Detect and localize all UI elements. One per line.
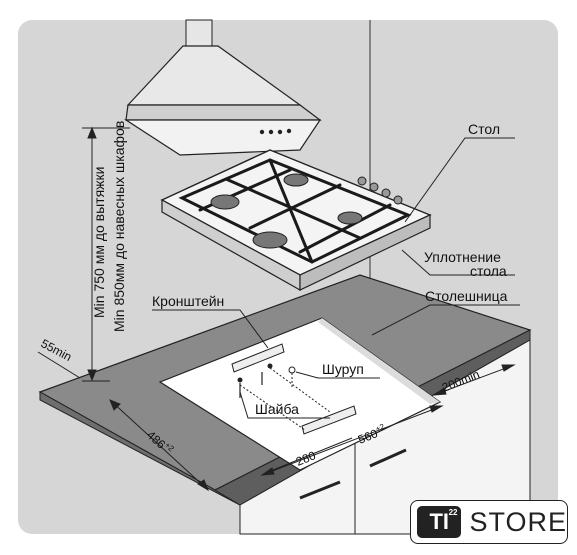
- dim-width-line: [261, 405, 443, 476]
- label-table: Стол: [468, 121, 500, 137]
- knob: [369, 182, 379, 192]
- leader-screw: [295, 371, 380, 379]
- burner: [337, 211, 363, 225]
- logo-mark: TI 22: [417, 506, 462, 538]
- store-logo: TI 22 STORE: [410, 500, 568, 544]
- burner: [252, 231, 288, 249]
- label-seal-line2: стола: [470, 263, 507, 279]
- label-countertop: Столешница: [425, 288, 508, 304]
- leader-countertop: [371, 304, 520, 336]
- label-screw: Шуруп: [322, 361, 364, 377]
- label-washer: Шайба: [255, 401, 299, 417]
- dim-edge-line: [37, 351, 81, 379]
- burner: [283, 173, 309, 187]
- label-bracket: Кронштейн: [152, 293, 224, 309]
- dim-depth-line: [109, 399, 209, 491]
- gas-hob: [160, 149, 432, 292]
- knob: [393, 195, 403, 205]
- knob: [381, 188, 391, 198]
- leader-table: [404, 137, 515, 223]
- label-seal-line1: Уплотнение: [424, 249, 501, 265]
- leader-seal: [401, 249, 515, 276]
- leader-washer: [239, 391, 330, 419]
- logo-word: STORE: [469, 506, 567, 537]
- dim-bracket-line: [267, 437, 353, 473]
- leader-bracket: [152, 309, 269, 349]
- dim-wall-line: [433, 364, 515, 396]
- label-hood-clearance: Min 750 мм до вытяжки: [91, 167, 107, 318]
- burner: [210, 194, 240, 210]
- bracket: [231, 343, 357, 435]
- knob: [357, 176, 367, 186]
- range-hood: [123, 19, 322, 156]
- label-cabinet-clearance: Min 850мм до навесных шкафов: [111, 121, 127, 332]
